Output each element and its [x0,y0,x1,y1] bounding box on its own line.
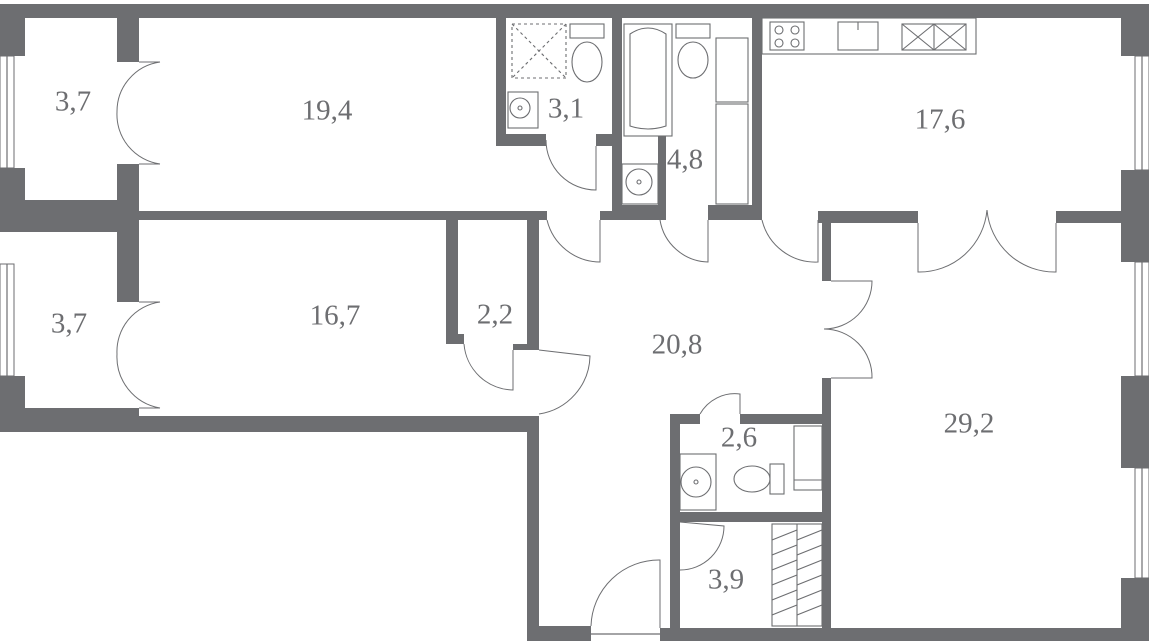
room-area-bedroom-bottom: 16,7 [310,300,361,332]
cabinet-icon [901,23,967,51]
room-area-kitchen: 17,6 [915,104,966,136]
kitchen-sink-icon [837,21,879,51]
toilet-icon [675,23,711,79]
wardrobe-shelves [771,523,823,627]
toilet-icon [733,463,785,495]
shower-tray-icon [511,23,567,79]
doors [116,61,1057,628]
room-area-wardrobe: 3,9 [708,564,744,596]
washing-machine-icon [715,37,749,205]
windows [0,55,1149,635]
sink-icon [621,163,659,205]
walls [0,4,1149,641]
room-area-bathroom-shower: 3,1 [548,93,584,125]
stove-icon [769,21,805,51]
room-area-living-room: 29,2 [944,408,995,440]
room-area-bathroom-tub: 4,8 [667,144,703,176]
bathtub-icon [623,23,673,137]
room-area-wc: 2,6 [721,422,757,454]
sink-icon [679,453,717,511]
room-area-bedroom-top: 19,4 [302,95,353,127]
washing-machine-icon [793,425,823,491]
room-area-closet: 2,2 [477,299,513,331]
sink-icon [507,91,539,129]
room-area-balcony-bottom: 3,7 [51,308,87,340]
kitchen-counter [761,17,977,55]
room-area-hallway: 20,8 [652,329,703,361]
room-area-balcony-top: 3,7 [55,86,91,118]
room-labels: 3,7 19,4 3,1 4,8 17,6 3,7 16,7 2,2 20,8 … [51,86,995,596]
toilet-icon [569,23,605,83]
fixtures [507,17,977,627]
